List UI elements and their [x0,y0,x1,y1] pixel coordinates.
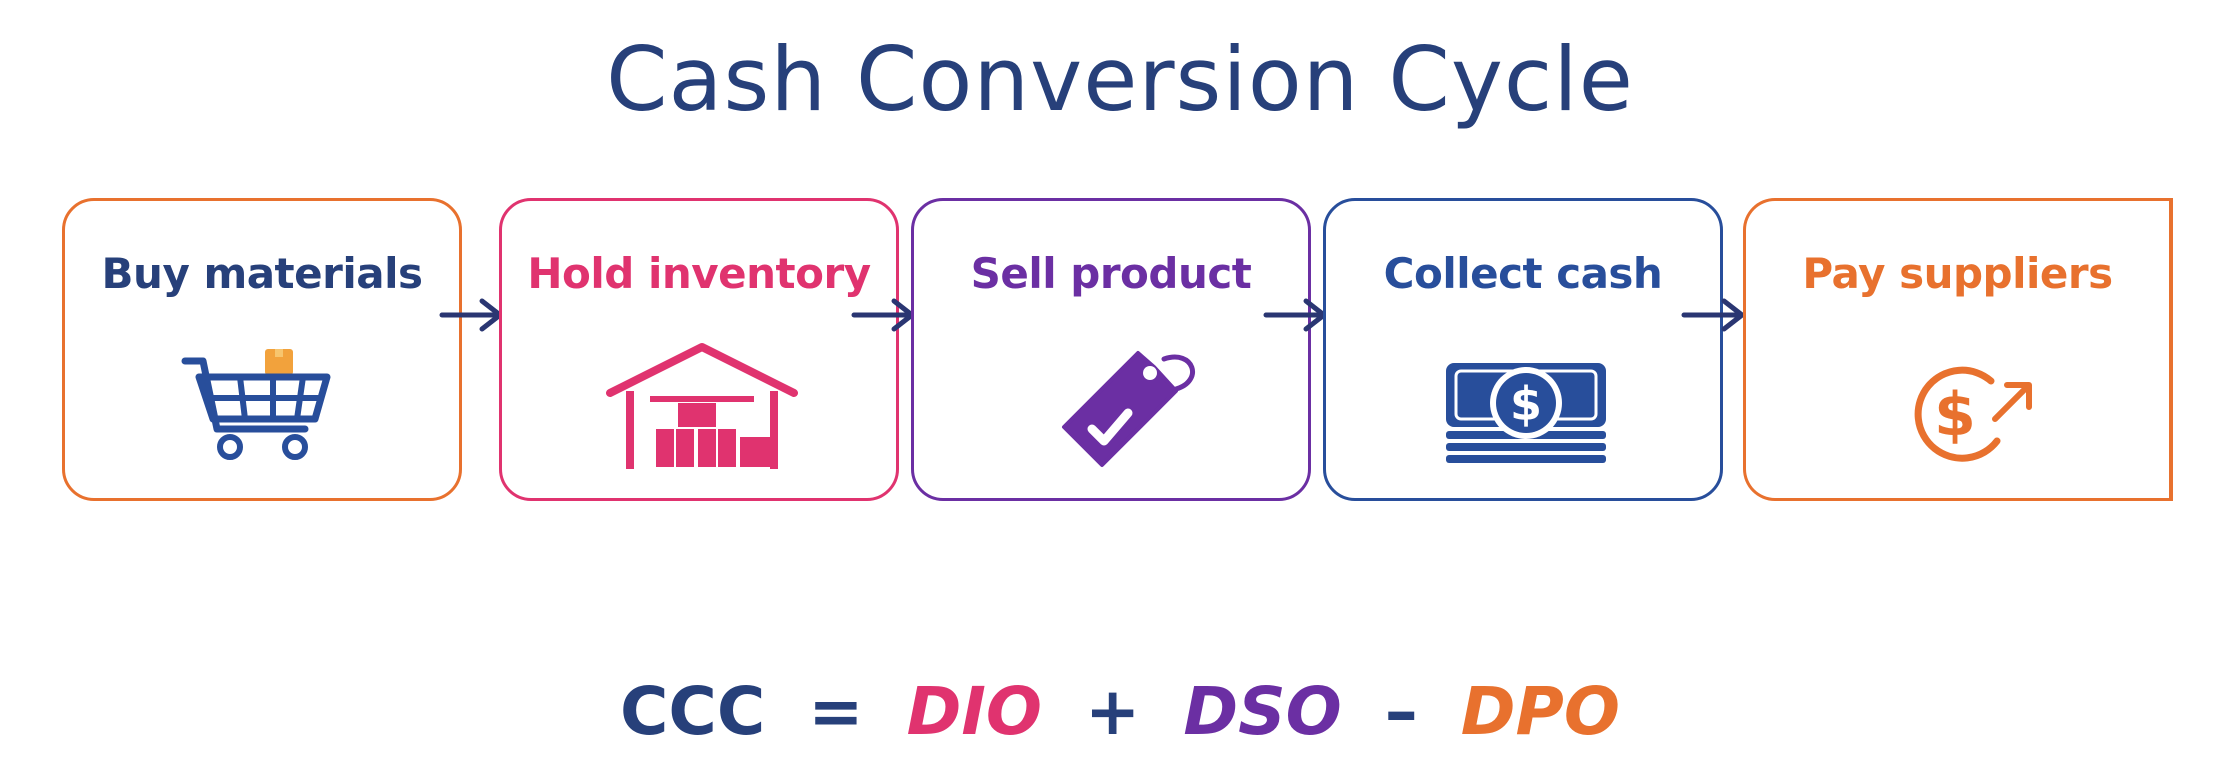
step-label: Hold inventory [527,249,871,298]
formula-equals: = [808,673,864,750]
flow-arrow [850,291,920,339]
diagram-title: Cash Conversion Cycle [606,28,1634,131]
ccc-formula: CCC = DIO + DSO – DPO [0,672,2240,752]
shopping-cart-icon [155,341,375,476]
svg-text:$: $ [1934,380,1976,450]
money-stack-icon: $ [1416,341,1636,476]
step-label: Collect cash [1383,249,1663,298]
step-sell-product: Sell product [911,198,1311,501]
dollar-outflow-icon: $ [1851,341,2071,476]
formula-dso: DSO [1183,673,1342,750]
step-collect-cash: Collect cash $ [1323,198,1723,501]
formula-plus: + [1085,673,1141,750]
step-label: Pay suppliers [1802,249,2113,298]
flow-arrow [1262,291,1332,339]
svg-text:$: $ [1510,377,1542,431]
formula-dio: DIO [906,673,1043,750]
step-hold-inventory: Hold inventory [499,198,899,501]
step-label: Sell product [970,249,1252,298]
step-buy-materials: Buy materials [62,198,462,501]
price-tag-icon [1004,341,1224,476]
formula-dpo: DPO [1460,673,1620,750]
flow-arrow [1680,291,1750,339]
step-pay-suppliers: Pay suppliers $ [1743,198,2173,501]
step-label: Buy materials [101,249,423,298]
warehouse-icon [592,341,812,476]
flow-arrow [438,291,508,339]
formula-ccc: CCC [620,673,766,750]
formula-minus: – [1384,673,1418,750]
